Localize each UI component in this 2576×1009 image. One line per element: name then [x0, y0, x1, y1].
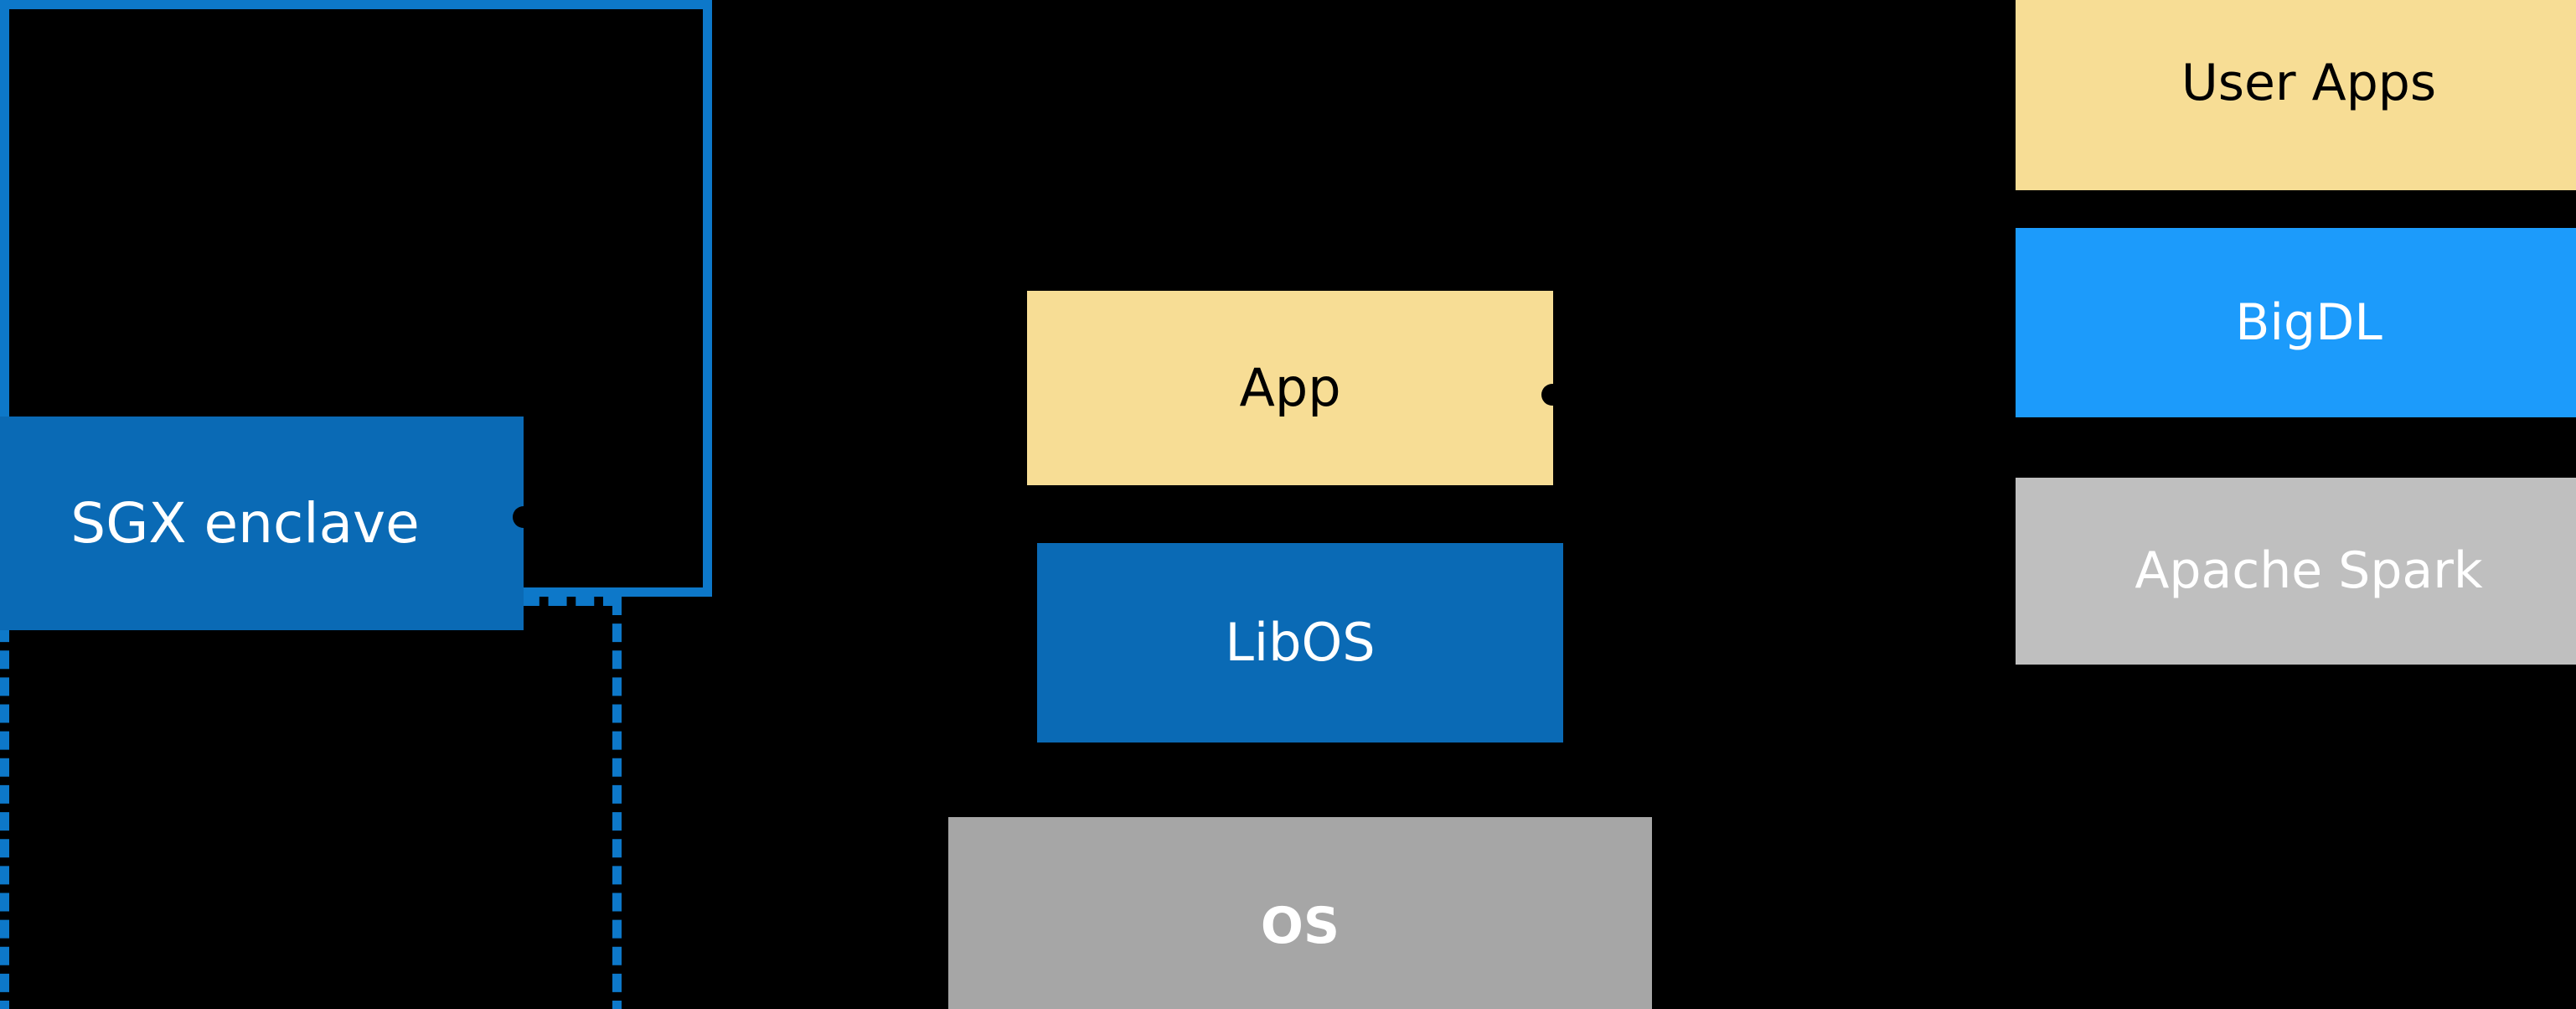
- sgx-enclave-arrow-icon: [513, 506, 534, 528]
- bigdl-box: BigDL: [2016, 228, 2576, 417]
- app-box: App: [1027, 291, 1553, 485]
- leader-line-dashed-mid-icon: [1581, 411, 1618, 444]
- user-apps-box: User Apps: [2016, 0, 2576, 190]
- leader-line-lower-icon: [1628, 587, 1671, 622]
- sgx-enclave-box: SGX enclave: [0, 417, 524, 630]
- app-arrow-icon: [1541, 384, 1563, 406]
- os-box: OS: [948, 817, 1652, 1009]
- libos-box: LibOS: [1037, 543, 1563, 743]
- os-label: OS: [1260, 896, 1340, 955]
- libos-label: LibOS: [1225, 612, 1376, 674]
- apache-spark-label: Apache Spark: [2135, 541, 2483, 600]
- bigdl-label: BigDL: [2235, 292, 2382, 352]
- leader-line-middle-icon: [1628, 417, 1671, 453]
- apache-spark-box: Apache Spark: [2016, 478, 2576, 665]
- leader-line-dashed-upper-icon: [1581, 308, 1618, 342]
- user-apps-label: User Apps: [2181, 54, 2437, 112]
- libos-boundary-dashed: [0, 597, 622, 1009]
- app-label: App: [1239, 357, 1341, 419]
- leader-line-upper-icon: [1628, 283, 1668, 320]
- sgx-enclave-label: SGX enclave: [70, 490, 420, 556]
